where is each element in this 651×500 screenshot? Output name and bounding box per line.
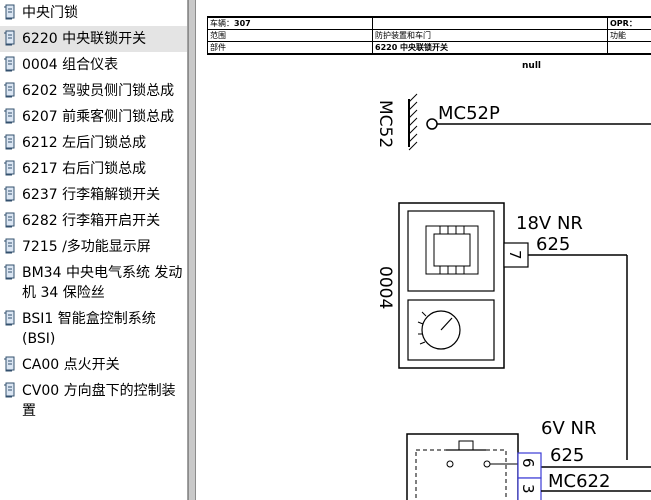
null-text: null — [522, 61, 541, 71]
chip-icon — [433, 233, 471, 267]
tree-item[interactable]: BSI1 智能盒控制系统 (BSI) — [0, 306, 187, 352]
tree-item-label: CA00 点火开关 — [22, 357, 120, 373]
tree-item-label: BM34 中央电气系统 发动机 34 保险丝 — [22, 265, 183, 301]
document-icon — [4, 4, 15, 20]
tree-item[interactable]: 6212 左后门锁总成 — [0, 130, 187, 156]
ground-ref-label: MC52 — [375, 100, 395, 148]
document-icon — [4, 160, 15, 176]
document-icon — [4, 186, 15, 202]
document-icon — [4, 264, 15, 280]
switch-inner — [415, 449, 507, 500]
tree-item-label: 6202 驾驶员侧门锁总成 — [22, 83, 175, 99]
wire-1-label: 18V NR — [516, 213, 583, 234]
component-tree: 中央门锁 6220 中央联锁开关 0004 组合仪表 6202 驾驶员侧门锁总成 620… — [0, 0, 188, 500]
switch-contact-right — [483, 460, 491, 468]
tree-item-label: 7215 /多功能显示屏 — [22, 239, 151, 255]
document-icon — [4, 238, 15, 254]
unit-label: 0004 — [375, 266, 395, 309]
ground-terminal — [426, 118, 438, 130]
pin-7-box — [503, 242, 529, 268]
pin-6-label: 6 — [519, 458, 537, 468]
document-icon — [4, 356, 15, 372]
tree-item[interactable]: 中央门锁 — [0, 0, 187, 26]
tree-item-label: 6220 中央联锁开关 — [22, 31, 147, 47]
tree-item[interactable]: 6207 前乘客侧门锁总成 — [0, 104, 187, 130]
document-icon — [4, 82, 15, 98]
tree-item[interactable]: 6237 行李箱解锁开关 — [0, 182, 187, 208]
scope-label: 范围 — [207, 29, 373, 42]
chip-pins — [439, 226, 465, 274]
gauge-ticks — [417, 311, 427, 345]
wire-2-number: 625 — [550, 445, 584, 466]
document-icon — [4, 108, 15, 124]
vehicle-value: 307 — [234, 18, 251, 28]
function-label: 功能 — [607, 29, 651, 42]
tree-item[interactable]: 0004 组合仪表 — [0, 52, 187, 78]
vehicle-label: 车辆： — [210, 18, 234, 28]
tree-item[interactable]: CA00 点火开关 — [0, 352, 187, 378]
ground-wire-label: MC52P — [438, 103, 500, 124]
tree-item-label: CV00 方向盘下的控制装置 — [22, 383, 176, 419]
opr-label: OPR： — [610, 18, 637, 28]
part-value-text: 6220 中央联锁开关 — [375, 42, 449, 52]
wiring-document: 车辆：307 OPR： 范围 防护装置和车门 功能 部件 6220 中央联锁开关… — [196, 0, 651, 500]
document-icon — [4, 30, 15, 46]
tree-list: 中央门锁 6220 中央联锁开关 0004 组合仪表 6202 驾驶员侧门锁总成 620… — [0, 0, 187, 424]
tree-item[interactable]: 6282 行李箱开启开关 — [0, 208, 187, 234]
switch-contact-left — [446, 460, 454, 468]
tree-item-label: 6207 前乘客侧门锁总成 — [22, 109, 175, 125]
wire-2-label: 6V NR — [541, 418, 596, 439]
document-icon — [4, 134, 15, 150]
document-icon — [4, 382, 15, 398]
pin-3-label: 3 — [519, 484, 537, 494]
tree-item[interactable]: BM34 中央电气系统 发动机 34 保险丝 — [0, 260, 187, 306]
tree-item-label: 0004 组合仪表 — [22, 57, 119, 73]
tree-item[interactable]: 7215 /多功能显示屏 — [0, 234, 187, 260]
wiring-diagram: MC52 MC52P 0004 7 — [375, 93, 651, 500]
ground-hatch — [408, 93, 418, 151]
gauge-needle — [440, 317, 453, 331]
tree-item-label: 中央门锁 — [22, 5, 78, 21]
switch-button-icon — [458, 440, 474, 451]
wire-1-number: 625 — [536, 234, 570, 255]
tree-item[interactable]: 6202 驾驶员侧门锁总成 — [0, 78, 187, 104]
tree-item-label: 6237 行李箱解锁开关 — [22, 187, 161, 203]
tree-item[interactable]: 6217 右后门锁总成 — [0, 156, 187, 182]
document-header-table: 车辆：307 OPR： 范围 防护装置和车门 功能 部件 6220 中央联锁开关 — [207, 16, 651, 55]
part-value: 6220 中央联锁开关 — [372, 41, 608, 55]
tree-item-label: 6217 右后门锁总成 — [22, 161, 147, 177]
connector-label: MC622 — [548, 471, 610, 492]
tree-item-label: 6282 行李箱开启开关 — [22, 213, 161, 229]
tree-item[interactable]: CV00 方向盘下的控制装置 — [0, 378, 187, 424]
document-icon — [4, 310, 15, 326]
tree-item-label: 6212 左后门锁总成 — [22, 135, 147, 151]
panel-splitter[interactable] — [188, 0, 196, 500]
scope-value: 防护装置和车门 — [372, 29, 608, 42]
tree-item[interactable]: 6220 中央联锁开关 — [0, 26, 187, 52]
document-icon — [4, 56, 15, 72]
pin-7-label: 7 — [506, 250, 524, 260]
tree-item-label: BSI1 智能盒控制系统 (BSI) — [22, 311, 156, 347]
document-icon — [4, 212, 15, 228]
